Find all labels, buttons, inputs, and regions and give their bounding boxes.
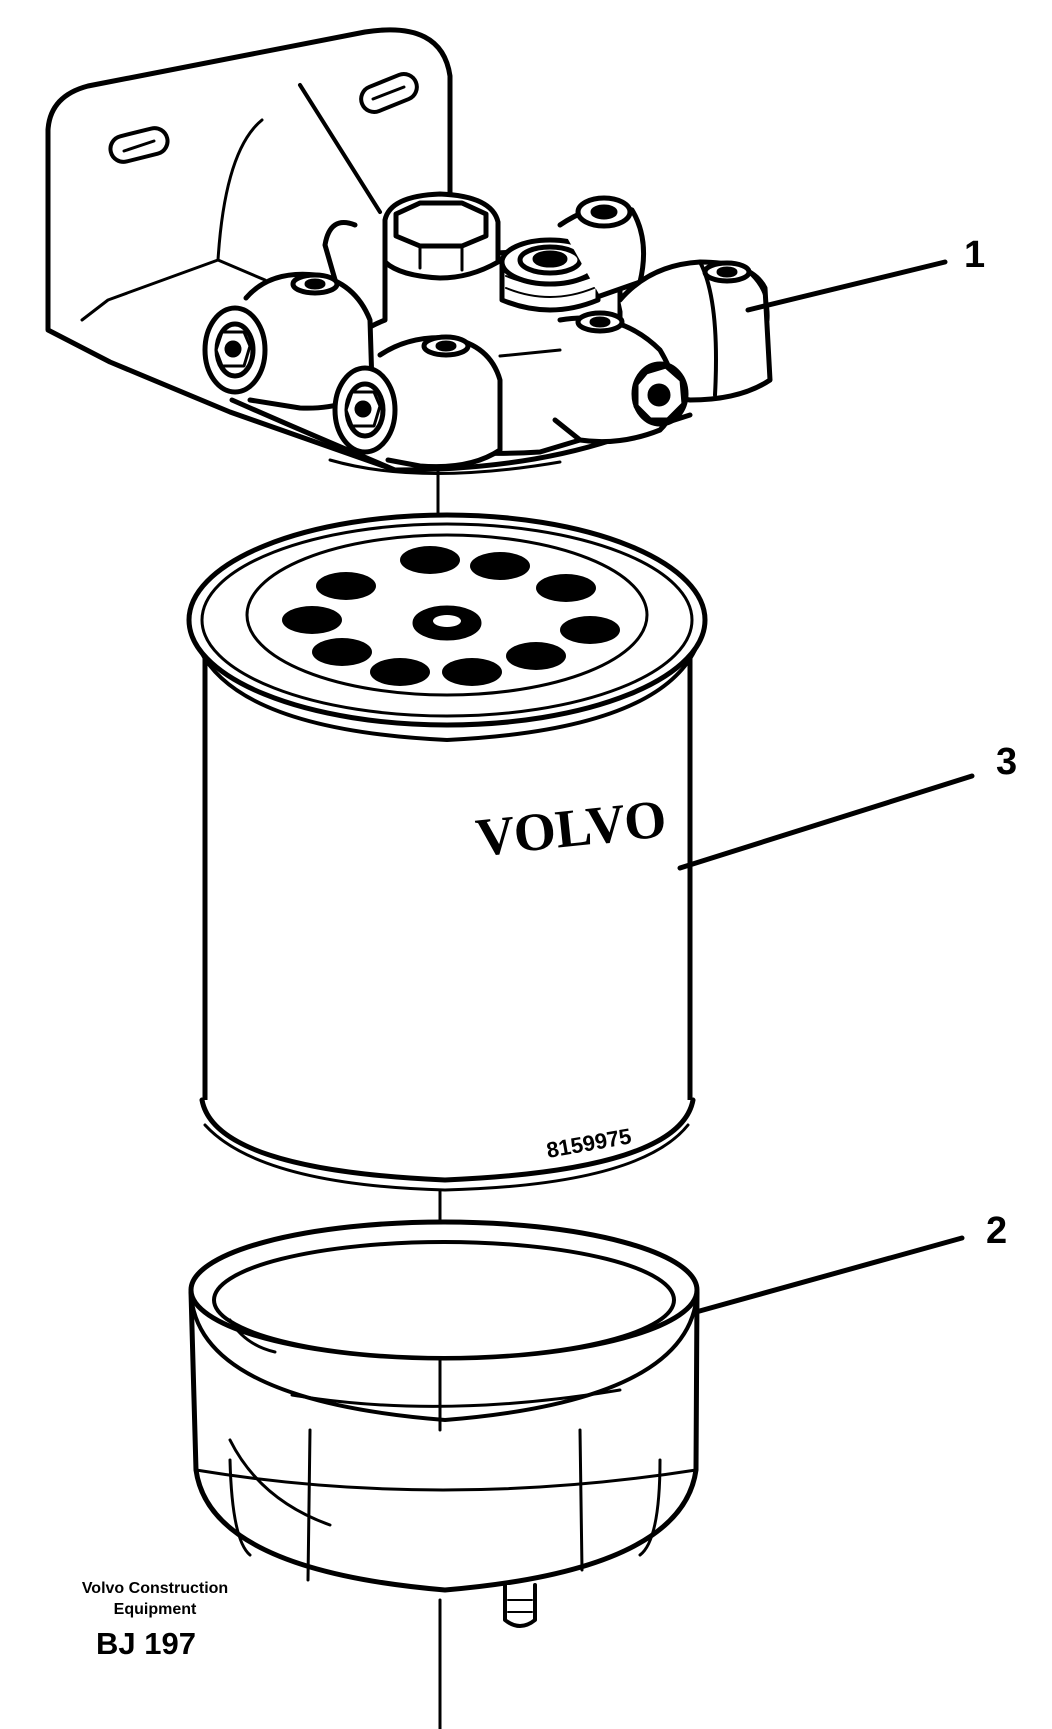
water-separator-bowl — [188, 1219, 700, 1628]
banjo-port-left — [202, 271, 375, 411]
leader-line-2 — [693, 1235, 965, 1315]
filter-head — [202, 191, 773, 475]
bracket-slot — [108, 126, 170, 164]
drain-nipple — [503, 1583, 537, 1628]
bracket-slot — [359, 72, 419, 114]
callout-number-filter: 3 — [996, 741, 1018, 783]
credit-line-1: Volvo Construction — [81, 1580, 229, 1597]
rear-left-port — [322, 220, 358, 293]
publisher-credit: Volvo Construction Equipment — [60, 1578, 250, 1620]
top-hex-nut — [382, 191, 501, 281]
callout-number-head: 1 — [964, 234, 986, 276]
mounting-bracket — [45, 27, 453, 473]
callout-number-bowl: 2 — [986, 1210, 1008, 1252]
threaded-outlet — [499, 237, 601, 313]
front-right-port — [552, 310, 689, 445]
banjo-port-front — [332, 334, 503, 470]
figure-code: BJ 197 — [96, 1626, 196, 1661]
filter-inlet-holes — [282, 546, 620, 686]
leader-line-3 — [677, 773, 975, 871]
leader-line-1 — [745, 259, 948, 313]
filter-cartridge — [186, 512, 708, 1192]
rear-port — [557, 195, 647, 299]
filter-brand-text: VOLVO — [473, 788, 669, 868]
credit-line-2: Equipment — [113, 1601, 197, 1618]
